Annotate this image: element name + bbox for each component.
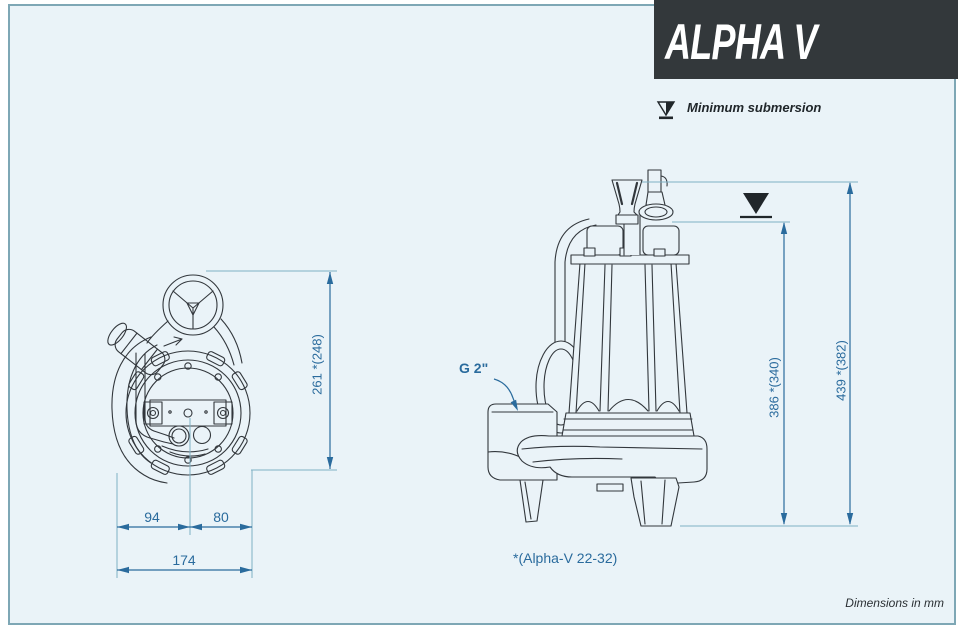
dim-label-front-width-left: 94 xyxy=(144,509,160,525)
water-level-icon xyxy=(740,193,772,219)
model-footnote: *(Alpha-V 22-32) xyxy=(513,550,618,566)
dim-label-front-height: 261 *(248) xyxy=(309,334,325,395)
product-title: ALPHA V xyxy=(665,14,817,70)
side-view-drawing xyxy=(487,169,708,527)
connection-size-label: G 2" xyxy=(459,360,489,376)
dim-label-front-width-right: 80 xyxy=(213,509,229,525)
dimension-annotations xyxy=(116,181,858,578)
dim-label-front-width-total: 174 xyxy=(172,552,196,568)
units-note: Dimensions in mm xyxy=(845,596,944,610)
product-header: ALPHA V xyxy=(654,0,958,79)
dim-label-side-submersion: 386 *(340) xyxy=(766,357,782,418)
front-view-drawing xyxy=(107,274,251,484)
drawing-panel xyxy=(8,4,956,625)
dim-label-side-total-height: 439 *(382) xyxy=(833,340,849,401)
min-submersion-legend: Minimum submersion xyxy=(656,98,821,121)
min-submersion-label: Minimum submersion xyxy=(687,100,822,115)
water-level-icon xyxy=(656,101,676,120)
